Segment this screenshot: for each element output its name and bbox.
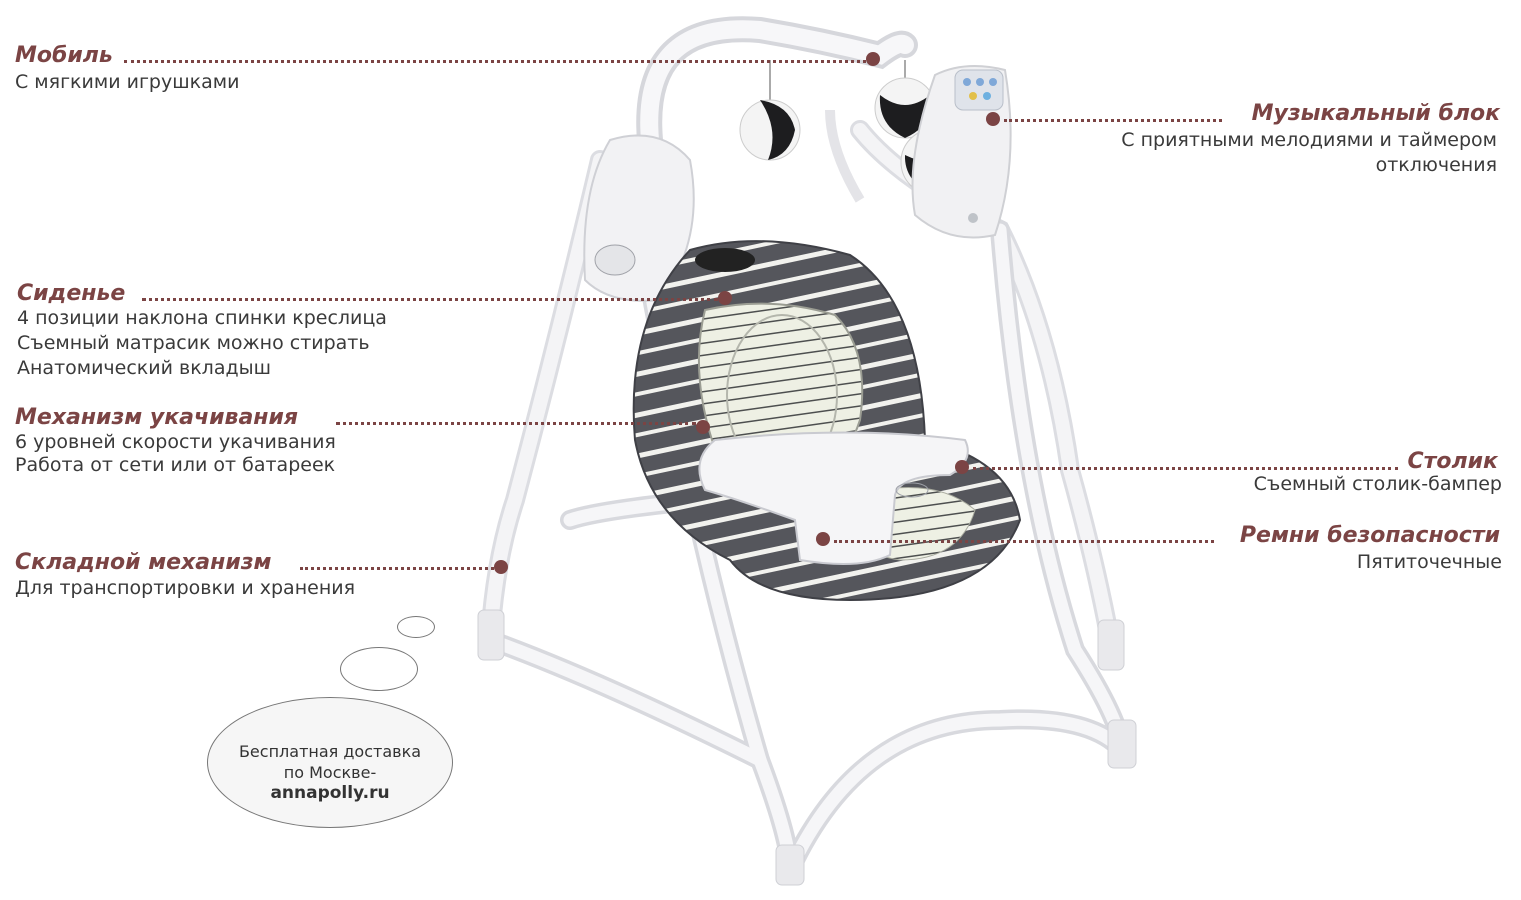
music-marker xyxy=(986,112,1000,126)
seat-desc-line2: Съемный матрасик можно стирать xyxy=(17,332,370,354)
mobile-leader-line xyxy=(124,60,866,63)
rocking-leader-line xyxy=(336,422,696,425)
music-leader-line xyxy=(1004,119,1222,122)
table-marker xyxy=(955,460,969,474)
seat-desc-line1: 4 позиции наклона спинки креслица xyxy=(17,307,387,329)
music-desc-line2: отключения xyxy=(1375,154,1497,176)
seat-desc-line3: Анатомический вкладыш xyxy=(17,357,271,379)
rocking-marker xyxy=(696,420,710,434)
seat-marker xyxy=(718,291,732,305)
folding-leader-line xyxy=(300,567,494,570)
seat-title: Сиденье xyxy=(17,281,126,306)
belts-title: Ремни безопасности xyxy=(1239,523,1500,548)
delivery-bubble: Бесплатная доставка по Москве- annapolly… xyxy=(207,697,453,828)
rocking-desc-line1: 6 уровней скорости укачивания xyxy=(15,431,336,453)
delivery-line1: Бесплатная доставка xyxy=(238,742,422,761)
rocking-title: Механизм укачивания xyxy=(15,405,299,430)
music-desc-line1: С приятными мелодиями и таймером xyxy=(1121,129,1497,151)
thought-bubble-small xyxy=(397,616,435,638)
music-title: Музыкальный блок xyxy=(1251,101,1500,126)
folding-title: Складной механизм xyxy=(15,550,272,575)
belts-leader-line xyxy=(834,540,1214,543)
belts-desc: Пятиточечные xyxy=(1356,551,1502,573)
rocking-desc-line2: Работа от сети или от батареек xyxy=(15,454,336,476)
belts-marker xyxy=(816,532,830,546)
table-title: Столик xyxy=(1407,449,1498,474)
delivery-site-link[interactable]: annapolly.ru xyxy=(270,783,390,803)
table-leader-line xyxy=(973,467,1398,470)
seat-leader-line xyxy=(142,298,718,301)
mobile-title: Мобиль xyxy=(15,43,113,68)
mobile-marker xyxy=(866,52,880,66)
delivery-line2: по Москве- xyxy=(283,763,377,782)
thought-bubble-medium xyxy=(340,647,418,691)
folding-marker xyxy=(494,560,508,574)
mobile-desc: С мягкими игрушками xyxy=(15,71,240,93)
table-desc: Съемный столик-бампер xyxy=(1253,473,1502,495)
folding-desc: Для транспортировки и хранения xyxy=(15,577,356,599)
